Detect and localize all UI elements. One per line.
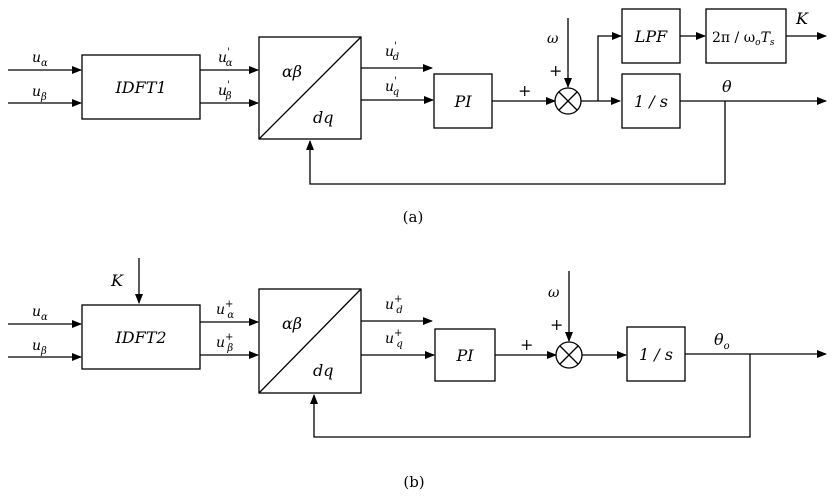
pi-block-a: PI	[433, 73, 493, 129]
lpf-block: LPF	[621, 8, 681, 64]
svg-text:αβ: αβ	[282, 62, 302, 81]
caption-b: (b)	[403, 473, 424, 491]
integrator-block-b: 1 / s	[626, 326, 686, 382]
ud-plus-signal-b: u+d	[361, 294, 433, 325]
svg-text:u'd: u'd	[385, 41, 399, 63]
idft2-block: IDFT2	[81, 304, 201, 370]
svg-text:dq: dq	[313, 361, 333, 380]
branch-to-lpf-wire	[597, 32, 622, 101]
input-u-alpha-a: uα	[8, 50, 82, 74]
svg-text:uβ: uβ	[32, 84, 47, 103]
svg-text:1 / s: 1 / s	[639, 345, 673, 364]
pi-block-b: PI	[434, 328, 496, 382]
abdq-transform-block-a: αβ dq	[258, 36, 362, 140]
svg-text:PI: PI	[453, 92, 472, 111]
omega-input-a: ω +	[547, 18, 572, 88]
integrator-block-a: 1 / s	[621, 73, 681, 129]
uq-plus-signal-b: u+q	[361, 328, 435, 359]
svg-text:u+β: u+β	[216, 332, 233, 354]
ud-prime-signal-a: u'd	[361, 41, 433, 72]
theta-o-label: θo	[714, 330, 730, 352]
svg-text:u'q: u'q	[385, 76, 399, 98]
input-u-beta-a: uβ	[8, 84, 82, 107]
svg-text:ω: ω	[547, 31, 559, 47]
svg-text:uα: uα	[32, 50, 48, 69]
k-input-b: K	[110, 258, 143, 304]
input-u-alpha-b: uα	[8, 304, 82, 328]
svg-text:PI: PI	[455, 346, 474, 365]
svg-text:u+q: u+q	[385, 328, 403, 350]
svg-text:uβ: uβ	[32, 338, 47, 357]
diagram-b: K uα uβ IDFT2 u+α u+β αβ	[8, 258, 827, 491]
input-u-beta-b: uβ	[8, 338, 82, 361]
u-beta-plus-signal-b: u+β	[200, 332, 259, 359]
theta-feedback-wire-a	[306, 101, 726, 185]
svg-text:dq: dq	[313, 108, 333, 127]
svg-text:IDFT2: IDFT2	[114, 328, 166, 347]
svg-text:+: +	[550, 315, 563, 334]
theta-feedback-wire-b	[310, 354, 751, 438]
summing-junction-b	[555, 341, 583, 369]
svg-text:ω: ω	[548, 285, 560, 301]
u-alpha-prime-signal-a: u'α	[200, 47, 259, 74]
svg-text:u+d: u+d	[385, 294, 403, 316]
uq-prime-signal-a: u'q	[361, 76, 434, 104]
u-beta-prime-signal-a: u'β	[200, 80, 259, 107]
caption-a: (a)	[403, 208, 424, 226]
svg-text:IDFT1: IDFT1	[114, 78, 166, 97]
idft1-block: IDFT1	[81, 54, 201, 120]
svg-text:1 / s: 1 / s	[634, 92, 668, 111]
svg-text:u'β: u'β	[218, 80, 232, 102]
svg-text:uα: uα	[32, 304, 48, 323]
u-alpha-plus-signal-b: u+α	[200, 299, 259, 326]
plus-sign-left-a: +	[518, 81, 531, 100]
svg-text:u'α: u'α	[218, 47, 233, 69]
svg-text:K: K	[110, 271, 124, 290]
summing-junction-a	[554, 87, 582, 115]
svg-text:+: +	[549, 61, 562, 80]
gain-block-2pi-over-wo-ts: 2π / ωoTs	[705, 8, 787, 64]
svg-text:αβ: αβ	[282, 314, 302, 333]
svg-text:LPF: LPF	[634, 27, 668, 46]
diagram-a: uα uβ IDFT1 u'α u'β αβ dq	[8, 8, 827, 226]
svg-text:u+α: u+α	[216, 299, 234, 321]
k-output-label: K	[795, 9, 809, 28]
svg-text:2π / ωoTs: 2π / ωoTs	[712, 30, 775, 48]
plus-sign-left-b: +	[520, 335, 533, 354]
abdq-transform-block-b: αβ dq	[258, 288, 362, 394]
theta-label-a: θ	[722, 77, 732, 96]
omega-input-b: ω +	[548, 271, 573, 342]
